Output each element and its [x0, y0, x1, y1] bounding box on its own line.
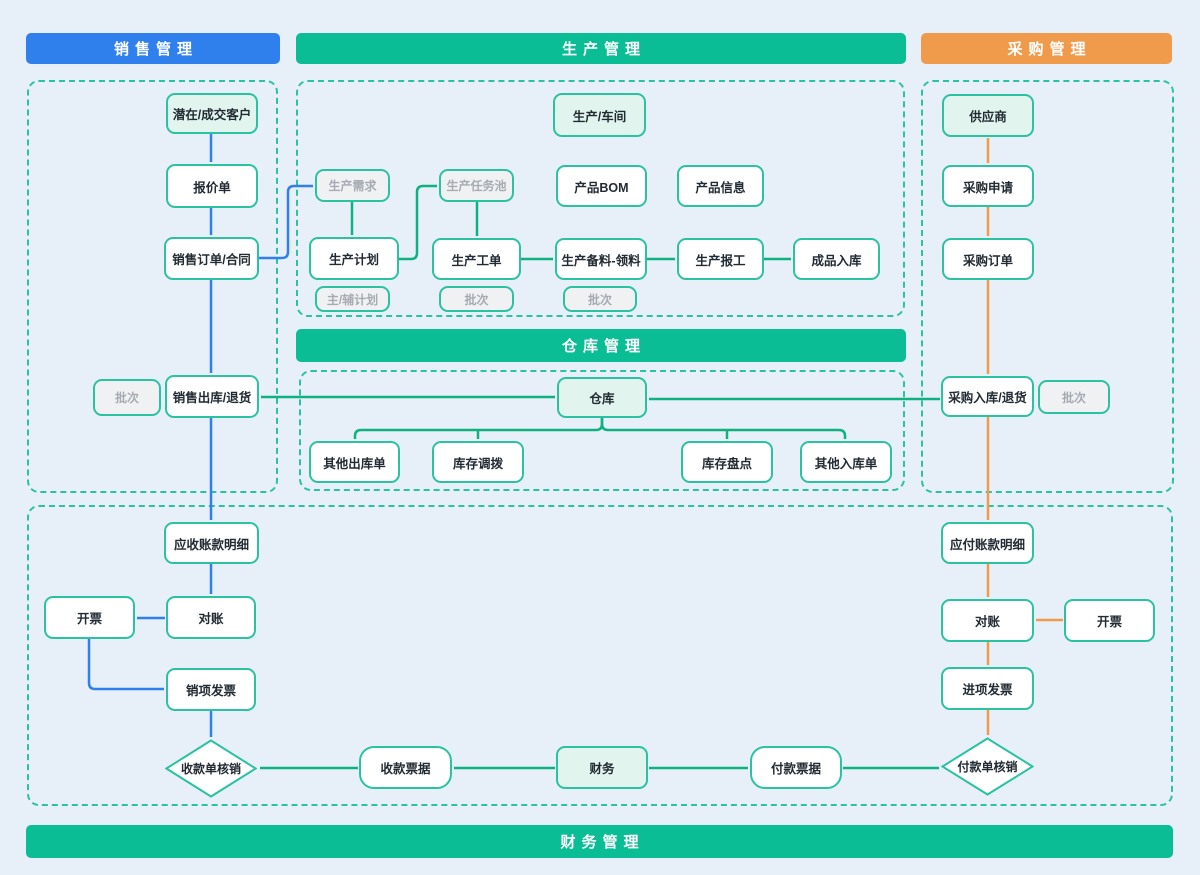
node-supplier: 供应商 [942, 94, 1034, 137]
node-other-outbound: 其他出库单 [309, 441, 400, 483]
node-workshop: 生产/车间 [553, 93, 646, 137]
node-sales-invoice: 销项发票 [166, 668, 256, 711]
node-task-pool: 生产任务池 [439, 169, 514, 202]
node-reconcile-left: 对账 [166, 596, 256, 639]
header-warehouse-management: 仓库管理 [296, 329, 906, 362]
node-stock-check: 库存盘点 [681, 441, 773, 483]
node-batch-material: 批次 [563, 286, 637, 312]
node-payable-detail: 应付账款明细 [941, 522, 1034, 564]
header-finance-management: 财务管理 [26, 825, 1173, 858]
node-prod-report: 生产报工 [677, 238, 764, 280]
node-reconcile-right: 对账 [941, 599, 1034, 642]
header-production-management: 生产管理 [296, 33, 906, 64]
node-purchase-inbound: 采购入库/退货 [941, 376, 1034, 417]
zone-finance [27, 505, 1173, 806]
node-sales-outbound: 销售出库/退货 [165, 375, 259, 418]
node-prod-plan: 生产计划 [309, 237, 399, 280]
node-product-info: 产品信息 [677, 165, 764, 207]
node-payment-writeoff: 付款单核销 [941, 737, 1034, 796]
node-batch-order: 批次 [439, 286, 514, 312]
node-receipt-writeoff: 收款单核销 [165, 739, 257, 798]
node-product-bom: 产品BOM [556, 165, 647, 207]
header-purchase-management: 采购管理 [921, 33, 1172, 64]
zone-production [296, 80, 905, 317]
zone-sales [27, 80, 278, 493]
node-purchase-request: 采购申请 [942, 165, 1034, 207]
node-other-inbound: 其他入库单 [800, 441, 892, 483]
node-payment-note: 付款票据 [750, 746, 842, 789]
diamond-label: 付款单核销 [957, 760, 1018, 774]
node-batch-left: 批次 [93, 379, 161, 416]
node-batch-right: 批次 [1038, 380, 1110, 414]
header-sales-management: 销售管理 [26, 33, 280, 64]
node-invoice-left: 开票 [44, 596, 135, 639]
node-customer: 潜在/成交客户 [166, 93, 258, 134]
node-input-invoice: 进项发票 [941, 667, 1034, 710]
node-finance: 财务 [556, 746, 648, 789]
node-sales-order: 销售订单/合同 [164, 237, 259, 280]
node-finished-inbound: 成品入库 [793, 238, 880, 280]
zone-purchase [921, 80, 1174, 493]
diamond-shape [165, 739, 257, 798]
node-prod-demand: 生产需求 [315, 169, 390, 202]
node-receipt-note: 收款票据 [359, 746, 452, 789]
diamond-label: 收款单核销 [180, 762, 241, 776]
node-warehouse: 仓库 [557, 377, 647, 418]
node-main-aux-plan: 主/辅计划 [315, 286, 390, 312]
node-prod-order: 生产工单 [432, 238, 521, 280]
node-purchase-order: 采购订单 [942, 238, 1034, 280]
node-prod-material: 生产备料-领料 [555, 238, 647, 280]
node-receivable-detail: 应收账款明细 [164, 522, 259, 564]
diamond-shape [941, 737, 1034, 796]
node-invoice-right: 开票 [1064, 599, 1155, 642]
zone-warehouse [299, 370, 905, 491]
node-quotation: 报价单 [166, 164, 258, 208]
node-stock-transfer: 库存调拨 [432, 441, 524, 483]
